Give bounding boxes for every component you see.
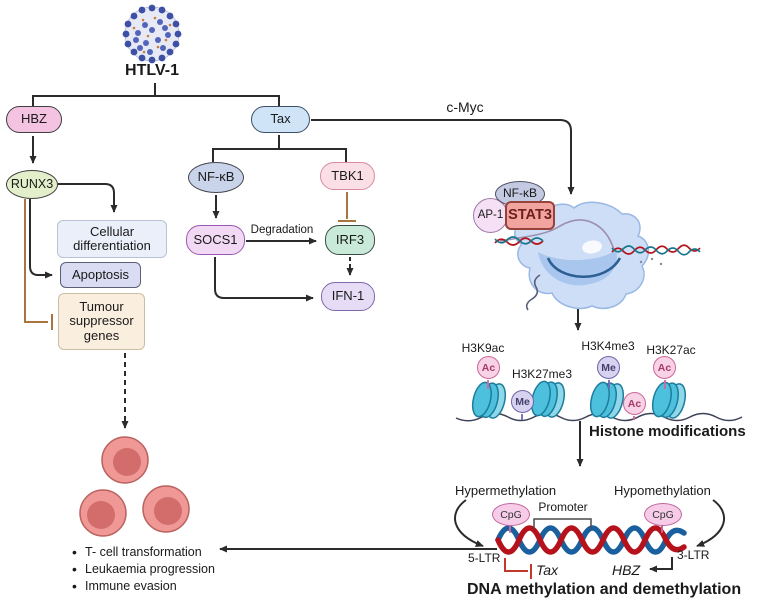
- arrow-hypomethylation: [696, 499, 725, 547]
- ac-mark: Ac: [653, 356, 676, 379]
- node-nfkb: NF-κB: [188, 162, 244, 193]
- rna-squiggle-icon: [525, 274, 541, 311]
- promoter-label: Promoter: [538, 500, 588, 514]
- dna-section-title: DNA methylation and demethylation: [467, 581, 742, 598]
- inhibition-brown-lines: [24, 192, 356, 330]
- histone-label-h3k27ac: H3K27ac: [646, 343, 696, 357]
- tax-gene-label: Tax: [536, 562, 559, 578]
- arrow-3ltr-hbz: [649, 557, 673, 573]
- 5ltr-label: 5-LTR: [468, 551, 501, 565]
- virus-label: HTLV-1: [125, 62, 179, 79]
- node-ifn1: IFN-1: [321, 282, 375, 311]
- t-cells-icon: [79, 436, 190, 537]
- histone-label-h3k4me3: H3K4me3: [581, 339, 635, 353]
- me-mark: Me: [511, 390, 534, 413]
- htlv1-virus-icon: [122, 4, 182, 64]
- outcome-leukaemia-progression: Leukaemia progression: [70, 561, 215, 577]
- arrow-cmyc: [311, 119, 575, 195]
- arrow-runx3-differentiation: [58, 183, 118, 213]
- node-tumour-suppressor-genes: Tumour suppressor genes: [58, 293, 145, 350]
- inhibit-5ltr-tax: [504, 558, 528, 572]
- 3ltr-label: 3-LTR: [677, 548, 710, 562]
- outcomes-list: T- cell transformation Leukaemia progres…: [70, 544, 215, 596]
- hypermethylation-label: Hypermethylation: [455, 483, 557, 498]
- dna-helix-icon: [495, 518, 687, 555]
- arrow-runx3-apoptosis: [29, 199, 53, 279]
- hypomethylation-label: Hypomethylation: [614, 483, 711, 498]
- node-tbk1: TBK1: [320, 162, 375, 190]
- arrow-hypermethylation: [454, 499, 484, 547]
- histone-label-h3k9ac: H3K9ac: [461, 341, 505, 355]
- node-ap1: AP-1: [473, 198, 508, 233]
- outcome-immune-evasion: Immune evasion: [70, 578, 215, 594]
- inhibit-runx3-tsg: [24, 199, 48, 323]
- connector-arrows: [29, 83, 725, 573]
- cpg-island-left: CpG: [492, 503, 530, 526]
- arrow-socs1-ifn1: [214, 257, 314, 302]
- node-tax: Tax: [251, 106, 310, 133]
- degradation-label: Degradation: [250, 224, 314, 236]
- ac-mark: Ac: [623, 392, 646, 415]
- inhibition-red-lines: [504, 558, 532, 579]
- me-mark: Me: [597, 356, 620, 379]
- promoter-bracket: [533, 518, 592, 529]
- node-apoptosis: Apoptosis: [60, 262, 141, 288]
- node-irf3: IRF3: [325, 225, 375, 255]
- histone-section-title: Histone modifications: [589, 423, 746, 440]
- ac-mark: Ac: [477, 356, 500, 379]
- node-cellular-differentiation: Cellular differentiation: [57, 220, 167, 258]
- node-socs1: SOCS1: [186, 225, 245, 255]
- outcome-tcell-transformation: T- cell transformation: [70, 544, 215, 560]
- nucleosomes-icon: [455, 376, 743, 423]
- hbz-gene-label: HBZ: [612, 562, 640, 578]
- node-stat3: STAT3: [505, 201, 555, 230]
- cmyc-label: c-Myc: [446, 99, 484, 115]
- cpg-island-right: CpG: [644, 503, 682, 526]
- node-runx3: RUNX3: [6, 170, 58, 199]
- arrow-top-branch: [32, 95, 280, 107]
- histone-label-h3k27me3: H3K27me3: [511, 367, 573, 381]
- node-hbz: HBZ: [6, 106, 62, 133]
- arrow-tax-branch: [212, 148, 347, 162]
